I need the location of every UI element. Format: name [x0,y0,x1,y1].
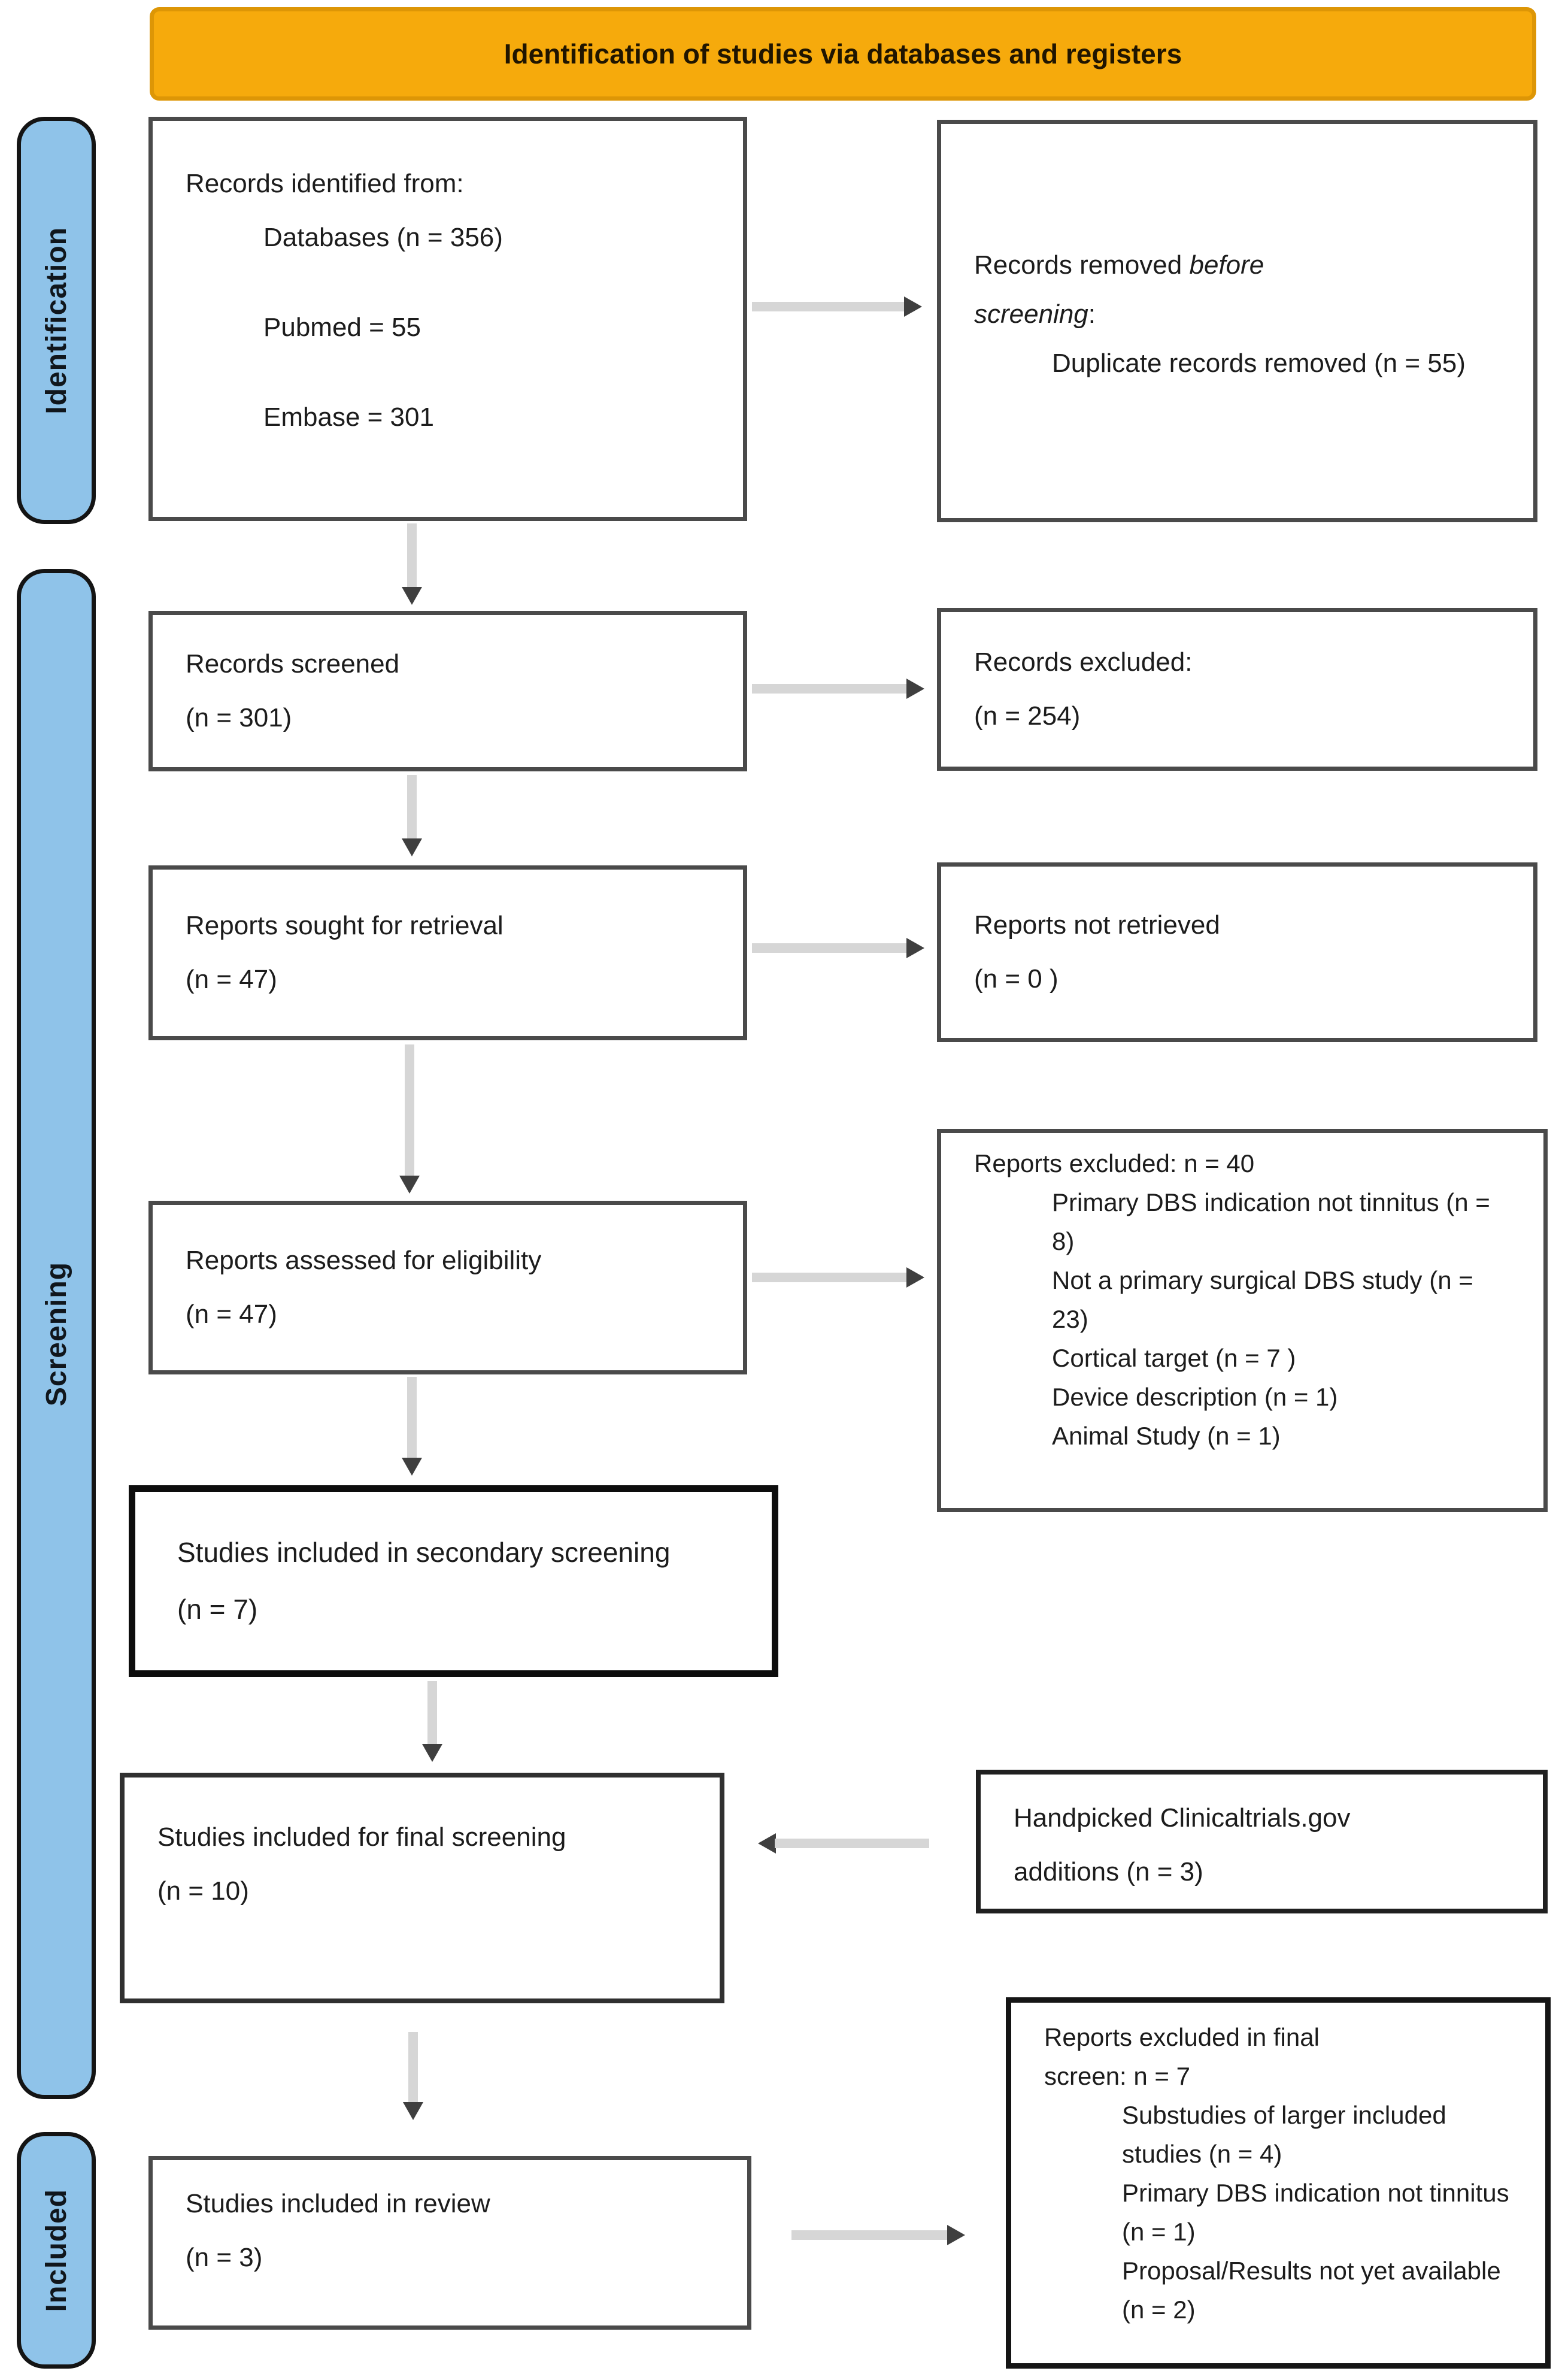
box-reports-sought: Reports sought for retrieval (n = 47) [148,865,747,1040]
records-identified-item: Embase = 301 [263,402,434,432]
records-identified-item: Databases (n = 356) [263,223,503,252]
arrow-review-to-finalexcluded-head [947,2225,965,2245]
reports-sought-line1: Reports sought for retrieval [186,911,504,940]
stage-identification: Identification [17,117,96,524]
arrow-handpicked-to-final-line [775,1839,929,1848]
final-excluded-item: Primary DBS indication not tinnitus (n =… [1122,2179,1509,2246]
arrow-sought-to-notretrieved-line [752,943,909,953]
box-records-removed: Records removed before screening: Duplic… [937,120,1537,522]
records-excluded-line1: Records excluded: [974,647,1193,677]
reports-assessed-line1: Reports assessed for eligibility [186,1246,542,1275]
banner-title: Identification of studies via databases … [504,38,1182,69]
arrow-identified-to-screened-head [402,587,422,605]
box-reports-assessed: Reports assessed for eligibility (n = 47… [148,1201,747,1374]
records-removed-title: Records removed before screening: [974,250,1264,329]
arrow-screened-to-sought-head [402,838,422,856]
arrow-identified-to-removed-head [904,296,922,317]
records-removed-item: Duplicate records removed (n = 55) [1052,349,1466,378]
arrow-final-to-review-line [408,2032,418,2104]
arrow-assessed-to-secondary-head [402,1458,422,1476]
reports-sought-line2: (n = 47) [186,965,277,994]
records-identified-title: Records identified from: [186,169,464,198]
arrow-identified-to-removed-line [752,302,906,311]
arrow-assessed-to-excluded-line [752,1273,909,1282]
arrow-sought-to-assessed-line [405,1044,414,1177]
stage-included-label: Included [40,2188,72,2312]
box-records-screened: Records screened (n = 301) [148,611,747,771]
arrow-sought-to-notretrieved-head [906,938,924,958]
box-final-screening: Studies included for final screening (n … [120,1773,724,2003]
reports-assessed-line2: (n = 47) [186,1300,277,1329]
stage-included: Included [17,2132,96,2369]
records-screened-line2: (n = 301) [186,703,292,732]
box-records-excluded: Records excluded: (n = 254) [937,608,1537,771]
reports-not-retrieved-line1: Reports not retrieved [974,910,1220,940]
arrow-review-to-finalexcluded-line [791,2230,950,2240]
reports-excluded-item: Device description (n = 1) [1052,1383,1338,1411]
arrow-assessed-to-secondary-line [407,1377,417,1459]
included-review-line1: Studies included in review [186,2189,490,2218]
reports-excluded-title: Reports excluded: n = 40 [974,1149,1255,1177]
arrow-screened-to-excluded-line [752,684,909,694]
final-excluded-item: Substudies of larger included studies (n… [1122,2101,1446,2168]
box-final-excluded: Reports excluded in final screen: n = 7 … [1006,1997,1551,2369]
box-records-identified: Records identified from: Databases (n = … [148,117,747,521]
box-reports-excluded-eligibility: Reports excluded: n = 40 Primary DBS ind… [937,1129,1548,1512]
arrow-final-to-review-head [403,2102,423,2120]
arrow-screened-to-excluded-head [906,679,924,699]
final-screening-text: Studies included for final screening (n … [157,1822,566,1906]
final-excluded-title: Reports excluded in final screen: n = 7 [1044,2023,1320,2090]
records-screened-line1: Records screened [186,649,400,679]
stage-identification-label: Identification [40,226,72,414]
arrow-screened-to-sought-line [407,775,417,840]
records-excluded-line2: (n = 254) [974,701,1081,731]
secondary-screening-line2: (n = 7) [177,1594,258,1625]
box-included-review: Studies included in review (n = 3) [148,2156,751,2330]
included-review-line2: (n = 3) [186,2243,263,2272]
arrow-secondary-to-final-head [422,1744,442,1762]
arrow-assessed-to-excluded-head [906,1267,924,1288]
final-excluded-item: Proposal/Results not yet available (n = … [1122,2257,1501,2324]
reports-excluded-item: Animal Study (n = 1) [1052,1422,1281,1450]
stage-screening-label: Screening [40,1261,72,1407]
banner: Identification of studies via databases … [150,7,1536,101]
secondary-screening-line1: Studies included in secondary screening [177,1537,671,1568]
box-secondary-screening: Studies included in secondary screening … [129,1485,778,1677]
reports-excluded-item: Cortical target (n = 7 ) [1052,1344,1296,1372]
reports-excluded-item: Primary DBS indication not tinnitus (n =… [1052,1188,1490,1255]
arrow-secondary-to-final-line [427,1681,437,1746]
box-handpicked: Handpicked Clinicaltrials.gov additions … [976,1770,1548,1913]
records-identified-item: Pubmed = 55 [263,313,421,342]
box-reports-not-retrieved: Reports not retrieved (n = 0 ) [937,862,1537,1042]
handpicked-text: Handpicked Clinicaltrials.gov additions … [1014,1803,1351,1887]
reports-excluded-item: Not a primary surgical DBS study (n = 23… [1052,1266,1473,1333]
stage-screening: Screening [17,569,96,2099]
arrow-handpicked-to-final-head [758,1833,776,1854]
reports-not-retrieved-line2: (n = 0 ) [974,964,1059,994]
arrow-identified-to-screened-line [407,523,417,588]
arrow-sought-to-assessed-head [399,1176,420,1194]
